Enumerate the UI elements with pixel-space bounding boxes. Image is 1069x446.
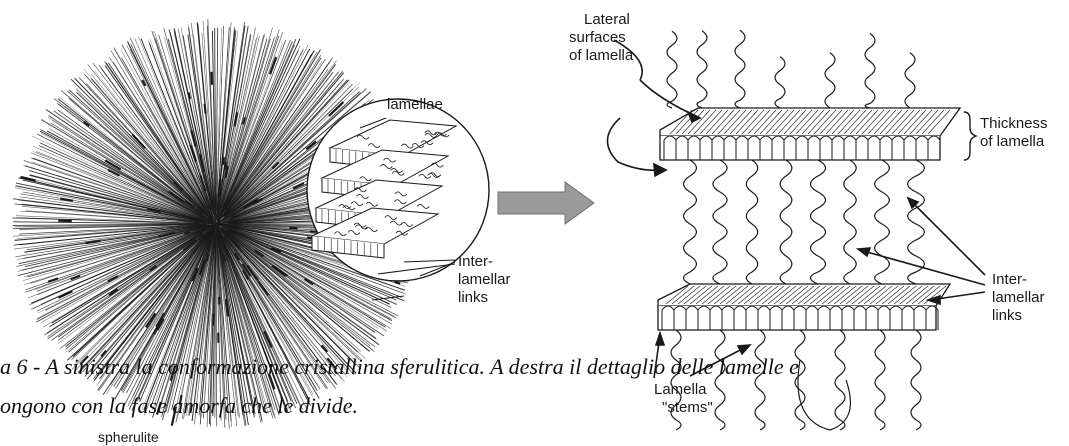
transition-arrow xyxy=(498,182,594,224)
interlamellar-label-line3: links xyxy=(458,288,488,307)
lamella-stems-label-line2: "stems" xyxy=(662,398,713,417)
interlamellar-right-label-line2: lamellar xyxy=(992,288,1045,307)
lateral-surfaces-label-line3: of lamella xyxy=(569,46,633,65)
spherulite-label: spherulite xyxy=(98,430,159,444)
top-lamella xyxy=(660,108,960,160)
lateral-surfaces-label-line2: surfaces xyxy=(569,28,626,47)
thickness-label-line2: of lamella xyxy=(980,132,1044,151)
thickness-label-line1: Thickness xyxy=(980,114,1048,133)
caption-line-1: a 6 - A sinistra la conformazione crista… xyxy=(0,354,799,380)
caption-prefix: a 6 - xyxy=(0,354,45,379)
interlamellar-label-line1: Inter- xyxy=(458,252,493,271)
lamellae-label: lamellae xyxy=(387,95,443,114)
interlamellar-right-label-line3: links xyxy=(992,306,1022,325)
bottom-lamella xyxy=(658,284,950,330)
interlamellar-label-line2: lamellar xyxy=(458,270,511,289)
interlamellar-right-label-line1: Inter- xyxy=(992,270,1027,289)
lamella-stems-label-line1: Lamella xyxy=(654,380,707,399)
lateral-surfaces-label-line1: Lateral xyxy=(584,10,630,29)
caption-line-2: ongono con la fase amorfa che le divide. xyxy=(0,393,358,419)
thickness-brace xyxy=(964,112,976,160)
caption-text-1: A sinistra la conformazione cristallina … xyxy=(45,354,798,379)
